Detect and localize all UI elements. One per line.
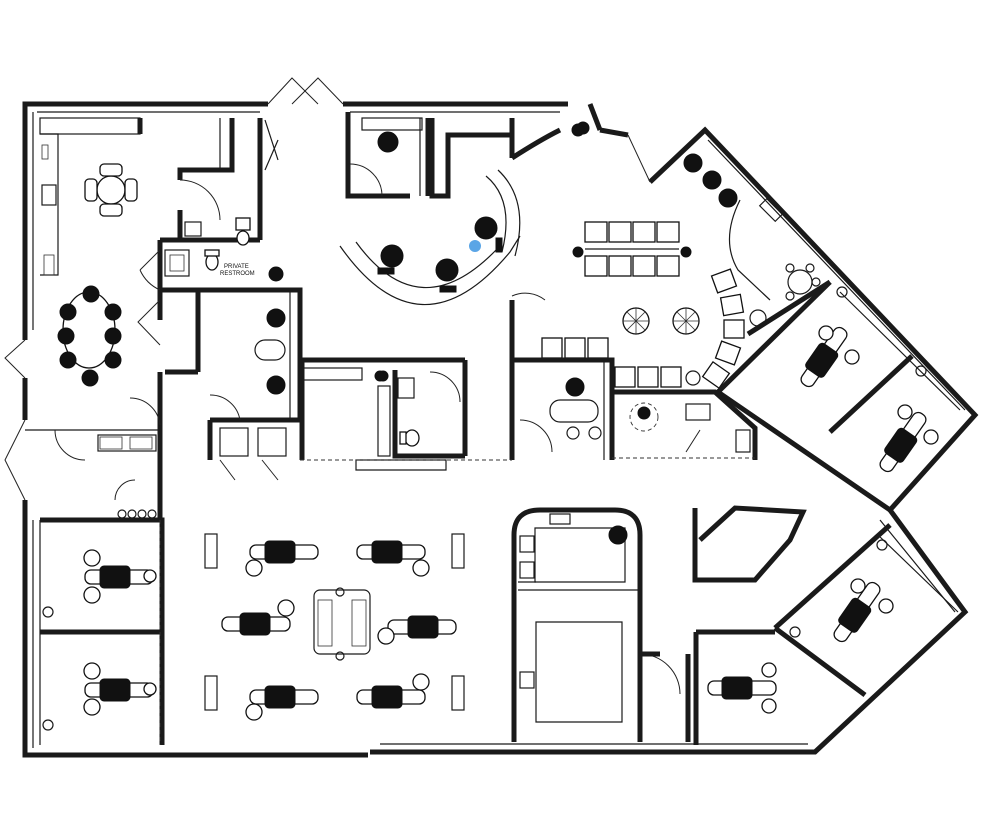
chair [474,216,498,240]
chair [435,258,459,282]
doctor-office [512,357,615,460]
operatory-left-upper [39,517,165,745]
chair [99,203,123,217]
staff-office [165,287,303,481]
private-restroom: PRIVATE RESTROOM [139,210,260,293]
right-operatories [716,279,961,513]
chair [99,163,123,177]
chair [124,178,138,202]
chair [84,178,98,202]
sterilization-center [511,507,691,742]
top-office [345,112,515,199]
entry-vestibule [257,77,344,240]
chair [380,244,404,268]
storage-room [97,434,157,519]
reception [339,118,521,306]
restroom-label: PRIVATE [224,264,249,270]
open-bay [204,533,465,721]
corridors [159,300,512,745]
location-marker [469,240,481,252]
restroom-label: RESTROOM [220,271,255,277]
operatory-left-lower [42,632,165,745]
conference-room [57,285,122,387]
plant-icon [268,123,585,382]
side-entries [4,290,163,520]
round-table [96,175,126,205]
pano-room [692,505,807,583]
lounge-room [39,117,235,276]
lower-right-operatories [693,523,959,745]
imaging-room [612,389,758,460]
